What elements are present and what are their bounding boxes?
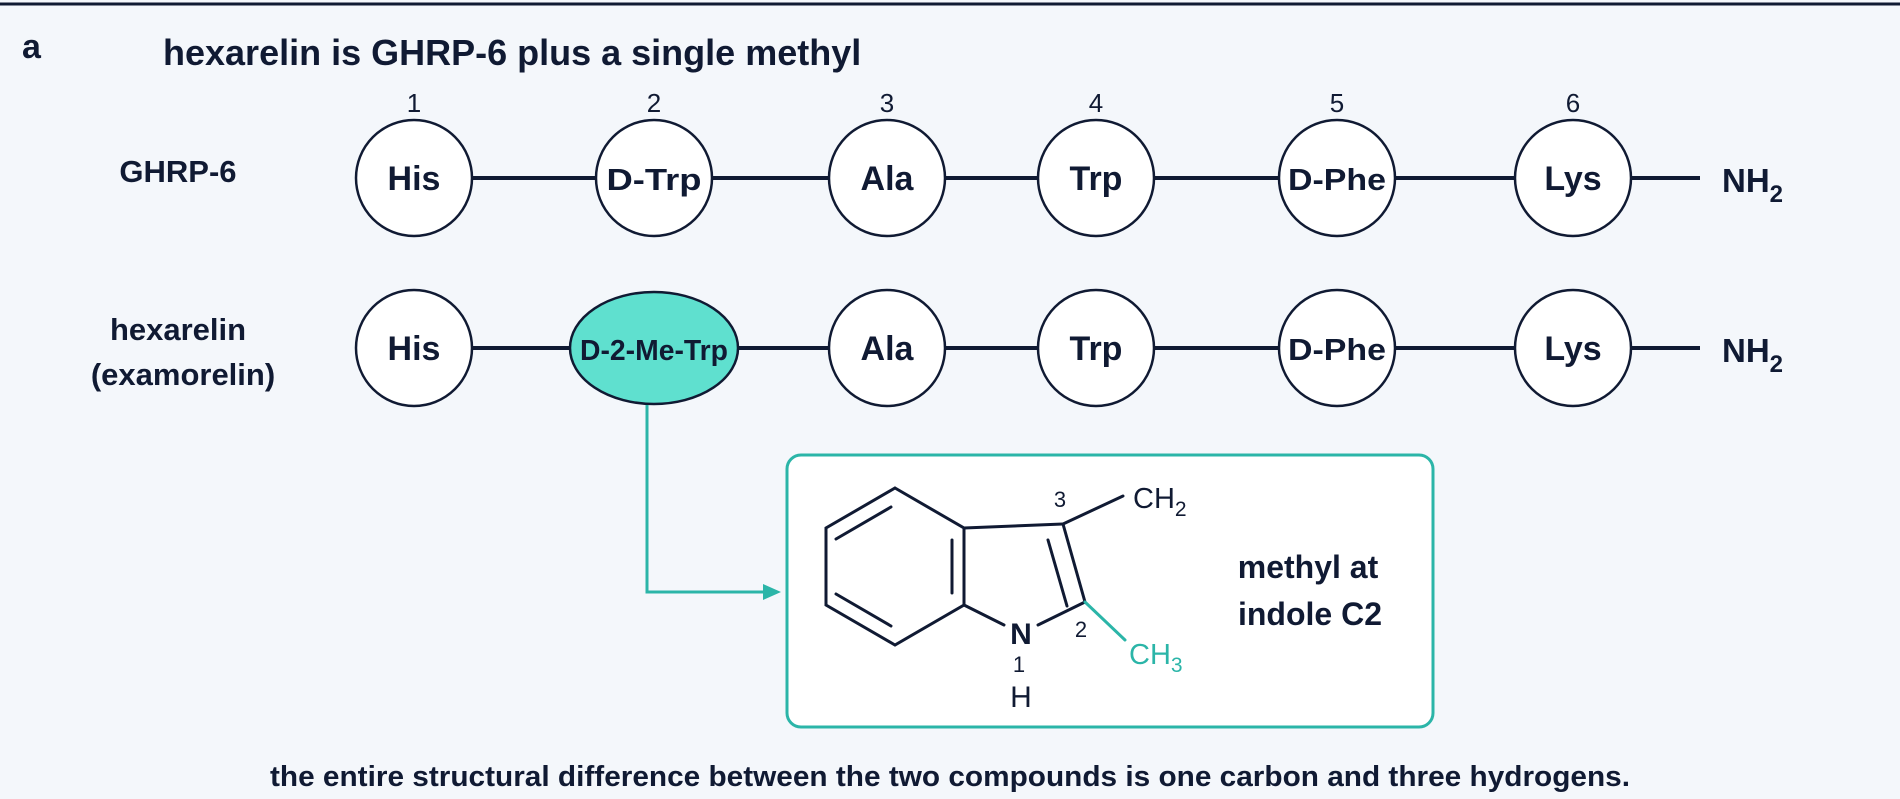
- position-number: 5: [1330, 88, 1344, 118]
- sequence-row-ghrp6: GHRP-6 His D-Trp Ala Trp D-Phe Lys NH2: [119, 118, 1783, 238]
- residue-node: [1036, 288, 1156, 408]
- atom-label-n: N: [1010, 618, 1032, 651]
- modified-residue-label: D-2-Me-Trp: [580, 335, 728, 367]
- residue-label: Trp: [1070, 160, 1123, 198]
- position-numbers: 1 2 3 4 5 6: [407, 88, 1580, 118]
- panel-letter: a: [22, 28, 42, 66]
- detail-connector: [645, 405, 781, 600]
- residue-label: D-Phe: [1288, 332, 1386, 367]
- position-number: 4: [1089, 88, 1103, 118]
- atom-number: 1: [1013, 652, 1025, 677]
- methyl-bond: [1083, 600, 1127, 642]
- callout-text: methyl at: [1238, 549, 1379, 585]
- indole-ring-structure: [824, 486, 1125, 647]
- residue-label: His: [388, 330, 441, 368]
- residue-node: [827, 288, 947, 408]
- residue-label: Ala: [861, 330, 915, 368]
- residue-label: Ala: [861, 160, 915, 198]
- residue-node: [827, 118, 947, 238]
- modified-residue-node: [568, 290, 740, 406]
- position-number: 2: [647, 88, 661, 118]
- residue-label: D-Phe: [1288, 162, 1386, 197]
- ch2-label: CH2: [1133, 483, 1187, 521]
- footer-caption: the entire structural difference between…: [270, 761, 1630, 793]
- ch3-label: CH3: [1129, 639, 1183, 677]
- c-terminus-label: NH2: [1722, 162, 1783, 208]
- row-label: (examorelin): [91, 357, 275, 392]
- page-title: hexarelin is GHRP-6 plus a single methyl: [163, 32, 861, 73]
- residue-node: [1277, 118, 1397, 238]
- residue-label: Trp: [1070, 330, 1123, 368]
- c-terminus-label: NH2: [1722, 332, 1783, 378]
- row-label: hexarelin: [110, 312, 246, 347]
- atom-number: 3: [1054, 487, 1066, 512]
- residue-node: [1513, 118, 1633, 238]
- sequence-row-hexarelin: hexarelin (examorelin) His D-2-Me-Trp Al…: [91, 288, 1783, 408]
- residue-node: [1036, 118, 1156, 238]
- atom-label-h: H: [1010, 681, 1032, 714]
- residue-node: [1277, 288, 1397, 408]
- residue-node: [354, 118, 474, 238]
- residue-label: D-Trp: [607, 162, 702, 197]
- atom-number: 2: [1075, 617, 1087, 642]
- residue-label: Lys: [1544, 160, 1601, 198]
- position-number: 3: [880, 88, 894, 118]
- residue-label: Lys: [1544, 330, 1601, 368]
- residue-node: [354, 288, 474, 408]
- position-number: 6: [1566, 88, 1580, 118]
- row-label: GHRP-6: [119, 154, 236, 189]
- position-number: 1: [407, 88, 421, 118]
- residue-node: [1513, 288, 1633, 408]
- callout-text: indole C2: [1238, 596, 1382, 632]
- residue-node: [594, 118, 714, 238]
- arrow-head-icon: [763, 584, 781, 600]
- residue-label: His: [388, 160, 441, 198]
- structure-detail-box: N 1 H 2 3 CH2 CH3 methyl at indole C2: [785, 453, 1435, 729]
